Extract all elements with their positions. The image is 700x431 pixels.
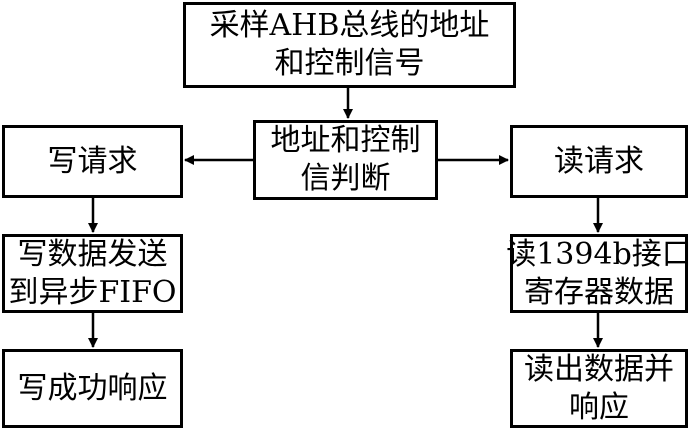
write-send-line1: 写数据发送 bbox=[17, 236, 168, 272]
read-out-line2: 响应 bbox=[569, 389, 629, 425]
write-request-box: 写请求 bbox=[2, 125, 183, 198]
read-request-label: 读请求 bbox=[554, 143, 644, 179]
sample-ahb-signals-box: 采样AHB总线的地址 和控制信号 bbox=[183, 2, 516, 88]
read-out-respond-box: 读出数据并 响应 bbox=[510, 349, 688, 428]
judge-line1: 地址和控制 bbox=[270, 123, 421, 158]
sample-ahb-line2: 和控制信号 bbox=[274, 46, 425, 81]
read-register-line1: 读1394b接口 bbox=[506, 236, 692, 272]
read-register-box: 读1394b接口 寄存器数据 bbox=[506, 234, 692, 313]
read-request-box: 读请求 bbox=[510, 125, 688, 198]
judge-line2: 信判断 bbox=[300, 161, 391, 196]
read-out-line1: 读出数据并 bbox=[524, 351, 674, 387]
read-register-line2: 寄存器数据 bbox=[524, 274, 674, 310]
sample-ahb-line1: 采样AHB总线的地址 bbox=[209, 8, 490, 43]
address-control-judge-box: 地址和控制 信判断 bbox=[253, 120, 438, 200]
write-request-label: 写请求 bbox=[47, 143, 138, 179]
write-data-send-box: 写数据发送 到异步FIFO bbox=[2, 234, 183, 313]
write-response-label: 写成功响应 bbox=[17, 370, 168, 406]
write-send-line2: 到异步FIFO bbox=[8, 274, 177, 310]
write-success-response-box: 写成功响应 bbox=[2, 349, 183, 428]
